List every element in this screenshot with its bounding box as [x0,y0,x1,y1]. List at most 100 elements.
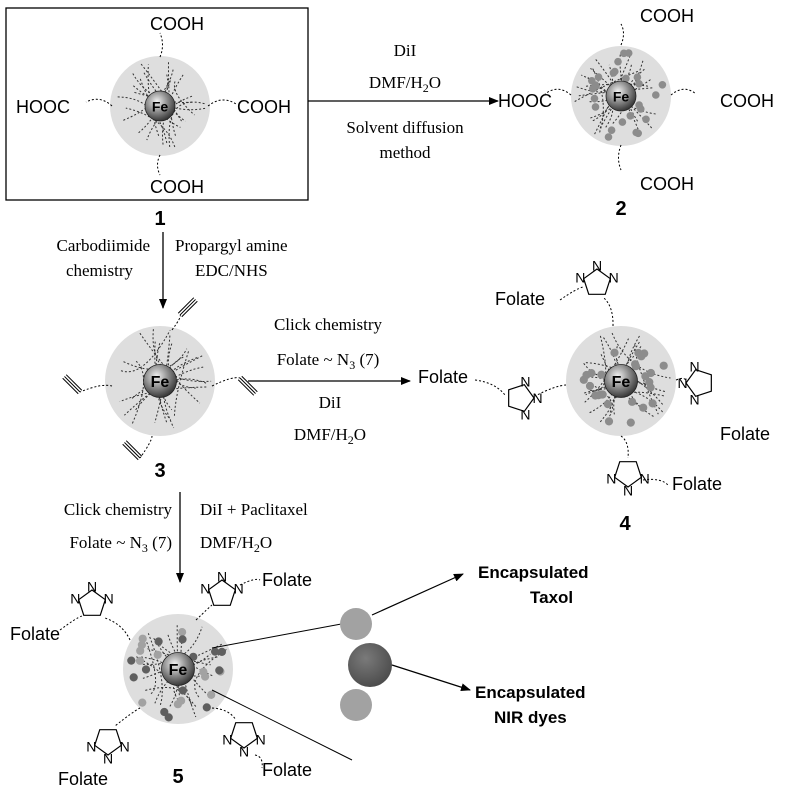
fe-core-label: Fe [151,374,170,391]
triazole-nitrogen: N [87,579,97,595]
triazole-nitrogen: N [575,270,585,286]
callout-dyes-line1: Encapsulated [475,683,586,702]
encapsulated-particle [610,348,619,357]
triazole-linker [620,435,629,459]
c2-linker-right [670,88,697,96]
triazole-nitrogen: N [592,258,602,274]
encapsulated-particle [652,91,660,99]
encapsulated-particle [646,368,656,378]
polymer-chain [120,329,171,373]
c2-cooh-right: COOH [720,91,774,111]
encapsulated-particle [603,400,612,409]
encapsulated-particle [199,667,208,676]
triazole-linker [474,379,506,396]
triazole-linker [239,578,261,586]
encapsulated-particle [590,94,599,103]
encapsulated-particle [177,696,186,705]
encapsulated-particle [178,686,187,695]
c5-folate-bottom-right: Folate [262,760,312,780]
step-1-2-solvent: DMF/H2O [369,73,441,95]
c1-cooh-top: COOH [150,14,204,34]
encapsulated-particle [585,381,595,391]
triazole-nitrogen: N [234,581,244,597]
encapsulated-particle [588,77,596,85]
c2-cooh-bottom: COOH [640,174,694,194]
alkyne-bond [239,377,256,394]
triazole-nitrogen: N [520,373,530,389]
callout-taxol-line1: Encapsulated [478,563,589,582]
polymer-chain [613,341,640,415]
alkyne-bond [181,300,198,318]
c1-linker-right [207,99,237,107]
alkyne-bond [125,440,143,457]
encapsulated-particle [141,665,151,674]
triazole-outline [685,368,712,398]
alkyne-bond [122,443,139,461]
step-1-2-method-line1: Solvent diffusion [346,118,464,137]
triazole-nitrogen: N [520,407,530,423]
triazole-nitrogen: N [532,390,542,406]
fe-core-label: Fe [612,374,631,391]
fe-core-label: Fe [152,99,169,115]
alkyne-bond [65,374,83,391]
c2-hooc-left: HOOC [498,91,552,111]
polymer-chain [173,351,189,417]
alkyne-linker [211,377,241,387]
c2-linker-top [620,23,624,46]
compound-4-nanoparticle: Fe [566,326,676,436]
compound-4-label: 4 [619,513,631,535]
polymer-chain [591,66,604,133]
polymer-chain [155,641,211,667]
polymer-chain [180,630,197,718]
c5-folate-top-right: Folate [262,570,312,590]
step-1-3-right-line1: Propargyl amine [175,236,288,255]
triazole-outline [229,722,259,749]
iron-oxide-core [143,364,177,398]
step-3-4-line4: DMF/H2O [294,425,366,447]
encapsulated-particle [622,74,630,83]
alkyne-bond [64,376,81,393]
c1-linker-top [159,32,163,58]
c2-linker-bottom [618,144,622,171]
alkyne-bond [124,442,141,459]
encapsulated-particle [634,129,642,138]
c4-folate-bottom: Folate [672,474,722,494]
taxol-callout-arrow [371,573,464,616]
encapsulated-taxol-dot-bottom [340,689,372,721]
encapsulated-particle [611,67,619,76]
triazole-nitrogen: N [623,483,633,499]
polymer-chain [585,362,664,406]
triazole-ring: NNN [200,569,244,606]
triazole-nitrogen: N [103,751,113,767]
triazole-nitrogen: N [606,470,616,486]
compound-5-nanoparticle: Fe [123,614,233,724]
triazole-linker [211,707,237,721]
triazole-outline [508,383,535,413]
step-3-5-right-line1: DiI + Paclitaxel [200,500,308,519]
encapsulated-taxol-dot-top [340,608,372,640]
c4-folate-top: Folate [495,289,545,309]
polymer-chain [594,50,633,135]
encapsulated-particle [127,656,136,665]
callout-taxol-line2: Taxol [530,588,573,607]
polymer-chain [154,656,218,704]
encapsulated-particle [626,418,635,427]
encapsulated-particle [217,647,226,657]
polymer-chain [611,332,671,379]
step-1-3-left-line1: Carbodiimide [57,236,150,255]
alkyne-linker [139,435,153,459]
triazole-nitrogen: N [104,591,114,607]
c5-folate-top-left: Folate [10,624,60,644]
triazole-nitrogen: N [70,591,80,607]
encapsulated-particle [635,80,643,88]
c1-cooh-bottom: COOH [150,177,204,197]
polymer-chain [115,96,168,144]
c1-cooh-right: COOH [237,97,291,117]
encapsulated-particle [648,399,657,408]
encapsulated-particle [207,690,216,699]
triazole-nitrogen: N [609,270,619,286]
encapsulated-particle [598,390,607,399]
